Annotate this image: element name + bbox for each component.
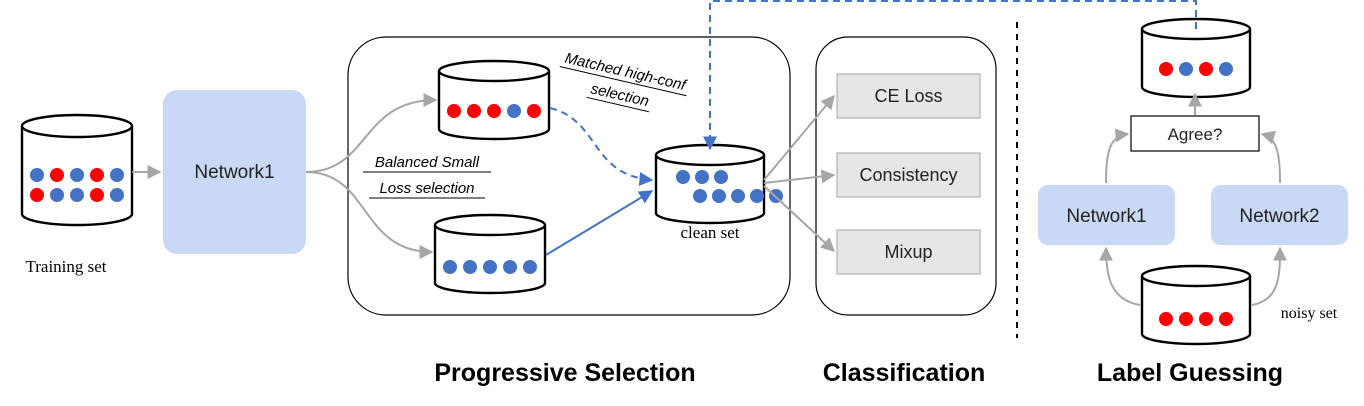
section-title-label-guessing: Label Guessing	[1097, 359, 1283, 387]
red-sample-dot	[1219, 312, 1233, 326]
blue-sample-dot	[70, 168, 84, 182]
red-sample-dot	[90, 188, 104, 202]
blue-sample-dot	[676, 170, 690, 184]
blue-sample-dot	[50, 188, 64, 202]
red-sample-dot	[1159, 312, 1173, 326]
blue-sample-dot	[693, 189, 707, 203]
arrow-small-loss-to-clean	[545, 190, 654, 256]
red-sample-dot	[1159, 62, 1173, 76]
section-title-classification: Classification	[823, 359, 986, 387]
progressive-selection-panel	[347, 36, 791, 316]
blue-sample-dot	[443, 260, 457, 274]
arrow-noisy-to-network2	[1251, 246, 1287, 306]
blue-sample-dot	[507, 104, 521, 118]
classification-panel	[815, 36, 997, 316]
agree-label: Agree?	[1168, 125, 1223, 144]
noisy-set-cylinder	[1140, 264, 1252, 346]
agreed-set-cylinder	[1140, 17, 1252, 99]
clean-set-label: clean set	[681, 223, 740, 242]
high-conf-cylinder	[437, 59, 551, 141]
blue-sample-dot	[1179, 62, 1193, 76]
blue-sample-dot	[503, 260, 517, 274]
cylinder-top	[437, 59, 551, 83]
arrow-clean-to-ce-loss	[763, 94, 835, 181]
balanced-selection-label-line2: Loss selection	[379, 180, 474, 197]
training-set-label: Training set	[25, 257, 106, 276]
noisy-set-label: noisy set	[1281, 305, 1338, 322]
blue-sample-dot	[523, 260, 537, 274]
network2-guess-label: Network2	[1239, 206, 1319, 227]
arrow-high-conf-to-clean	[549, 107, 654, 186]
red-sample-dot	[1199, 62, 1213, 76]
network1-main-block[interactable]	[163, 90, 306, 254]
arrow-network2-to-agree	[1260, 130, 1281, 184]
matched-selection-label: Matched high-conf selection	[559, 50, 689, 113]
arrow-network-to-high-conf	[305, 93, 438, 173]
network1-main-label: Network1	[194, 162, 274, 183]
blue-sample-dot	[731, 189, 745, 203]
cylinder-top	[1140, 264, 1252, 288]
blue-sample-dot	[1219, 62, 1233, 76]
network1-guess-block[interactable]	[1038, 185, 1175, 245]
arrow-network-to-small-loss	[305, 171, 434, 259]
blue-sample-dot	[483, 260, 497, 274]
blue-sample-dot	[463, 260, 477, 274]
small-loss-cylinder	[433, 213, 547, 295]
red-sample-dot	[1179, 312, 1193, 326]
blue-sample-dot	[110, 188, 124, 202]
arrow-network1-to-agree	[1105, 128, 1130, 184]
feedback-dashed-arrow	[703, 0, 1197, 151]
blue-sample-dot	[712, 189, 726, 203]
cylinder-top	[20, 113, 134, 139]
network1-guess-label: Network1	[1066, 206, 1146, 227]
red-sample-dot	[90, 168, 104, 182]
matched-underline-2	[586, 96, 650, 113]
blue-sample-dot	[695, 170, 709, 184]
cylinder-body	[1140, 276, 1252, 346]
consistency-label: Consistency	[859, 165, 957, 185]
ce-loss-label: CE Loss	[874, 86, 942, 106]
blue-sample-dot	[714, 170, 728, 184]
cylinder-top	[433, 213, 547, 237]
red-sample-dot	[527, 104, 541, 118]
blue-sample-dot	[750, 189, 764, 203]
red-sample-dot	[50, 168, 64, 182]
red-sample-dot	[447, 104, 461, 118]
red-sample-dot	[1199, 312, 1213, 326]
arrow-clean-to-mixup	[763, 185, 836, 252]
blue-sample-dot	[110, 168, 124, 182]
balanced-selection-label-line1: Balanced Small	[375, 154, 480, 171]
consistency-box[interactable]	[836, 152, 981, 198]
section-title-progressive: Progressive Selection	[434, 359, 695, 387]
cylinder-body	[433, 225, 547, 295]
arrow-clean-to-consistency	[763, 169, 836, 184]
training-set-cylinder	[20, 113, 134, 227]
matched-selection-label-line2: selection	[589, 80, 651, 110]
ce-loss-box[interactable]	[836, 73, 981, 119]
red-sample-dot	[30, 188, 44, 202]
red-sample-dot	[487, 104, 501, 118]
arrow-noisy-to-network1	[1099, 246, 1141, 306]
network2-guess-block[interactable]	[1211, 185, 1348, 245]
mixup-box[interactable]	[836, 229, 981, 275]
clean-set-cylinder	[654, 143, 783, 225]
blue-sample-dot	[30, 168, 44, 182]
agree-box[interactable]	[1130, 115, 1260, 152]
mixup-label: Mixup	[884, 242, 932, 262]
matched-underline-1	[559, 66, 687, 97]
red-sample-dot	[467, 104, 481, 118]
blue-sample-dot	[70, 188, 84, 202]
